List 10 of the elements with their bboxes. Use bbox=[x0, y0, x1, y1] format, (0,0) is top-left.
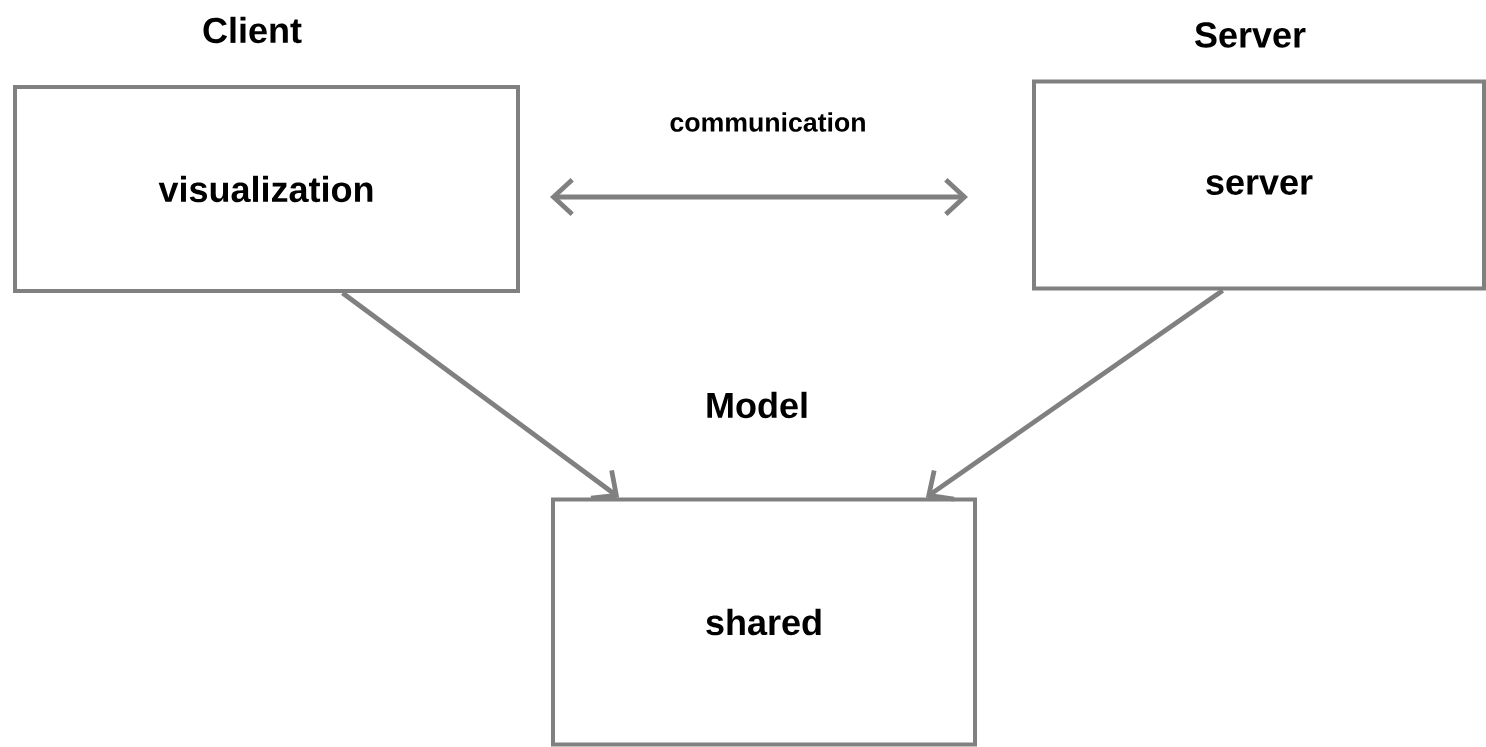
process-box: shared bbox=[551, 497, 977, 747]
arrow bbox=[925, 288, 1225, 502]
process-box: visualization bbox=[13, 85, 520, 293]
heading: Client bbox=[203, 16, 302, 44]
process-box: server bbox=[1032, 79, 1486, 291]
arrow bbox=[550, 177, 968, 217]
heading: Model bbox=[707, 391, 807, 419]
heading: Server bbox=[1195, 22, 1306, 48]
arrow bbox=[341, 291, 620, 501]
edge-label: communication bbox=[668, 110, 868, 134]
